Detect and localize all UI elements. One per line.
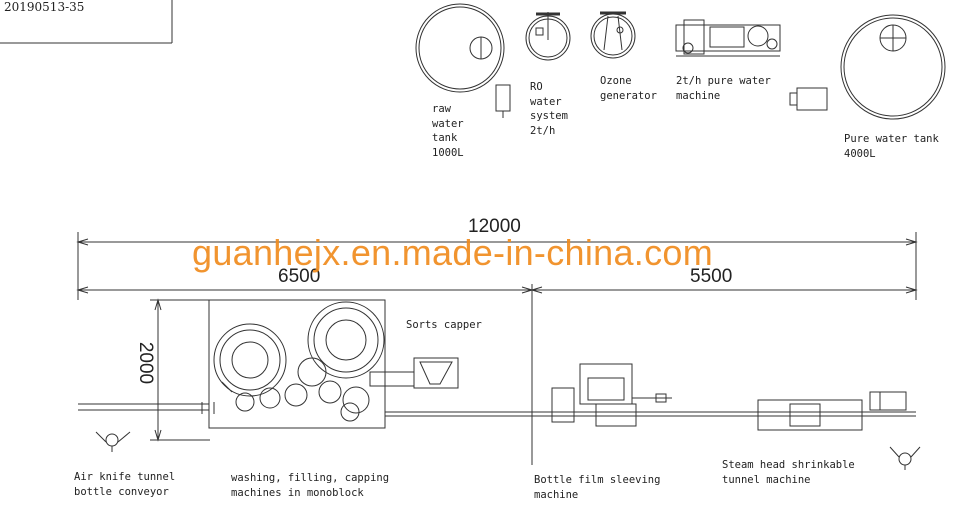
steam-tunnel-drawing [757, 391, 907, 431]
pure-water-machine-label: 2t/h pure water machine [676, 75, 771, 102]
film-sleeving-drawing [551, 363, 672, 427]
title-block [0, 0, 173, 44]
dimension-total [76, 232, 918, 300]
dimension-sections [76, 284, 918, 465]
pure-water-machine-drawing [675, 19, 781, 57]
pump-drawing [789, 87, 828, 111]
dimension-total-label: 12000 [468, 216, 521, 237]
operator-right-figure [889, 446, 921, 470]
ozone-generator-drawing [590, 11, 636, 59]
ro-system-drawing [525, 12, 571, 61]
dimension-width-label: 2000 [135, 341, 157, 385]
air-knife-label: Air knife tunnel bottle conveyor [74, 471, 176, 498]
conveyor-line [78, 402, 916, 417]
dimension-width [150, 298, 210, 442]
raw-water-tank-label: raw water tank 1000L [432, 103, 464, 159]
dimension-right-label: 5500 [690, 266, 733, 287]
pure-water-tank-label: Pure water tank 4000L [844, 133, 939, 160]
monoblock-drawing [208, 299, 386, 429]
watermark: guanhejx.en.made-in-china.com [192, 232, 713, 273]
steam-tunnel-label: Steam head shrinkable tunnel machine [722, 459, 855, 486]
monoblock-label: washing, filling, capping machines in mo… [231, 472, 390, 499]
sorts-capper-label: Sorts capper [406, 319, 482, 331]
film-sleeving-label: Bottle film sleeving machine [534, 474, 661, 501]
ro-system-label: RO water system 2t/h [530, 81, 568, 137]
ozone-generator-label: Ozone generator [600, 75, 657, 102]
sorts-capper-drawing [369, 357, 459, 412]
operator-left-figure [95, 431, 131, 452]
dimension-left-label: 6500 [278, 266, 321, 287]
drawing-code: 20190513-35 [4, 0, 85, 14]
pure-water-tank-drawing [840, 14, 946, 120]
raw-water-tank-drawing [415, 3, 511, 118]
